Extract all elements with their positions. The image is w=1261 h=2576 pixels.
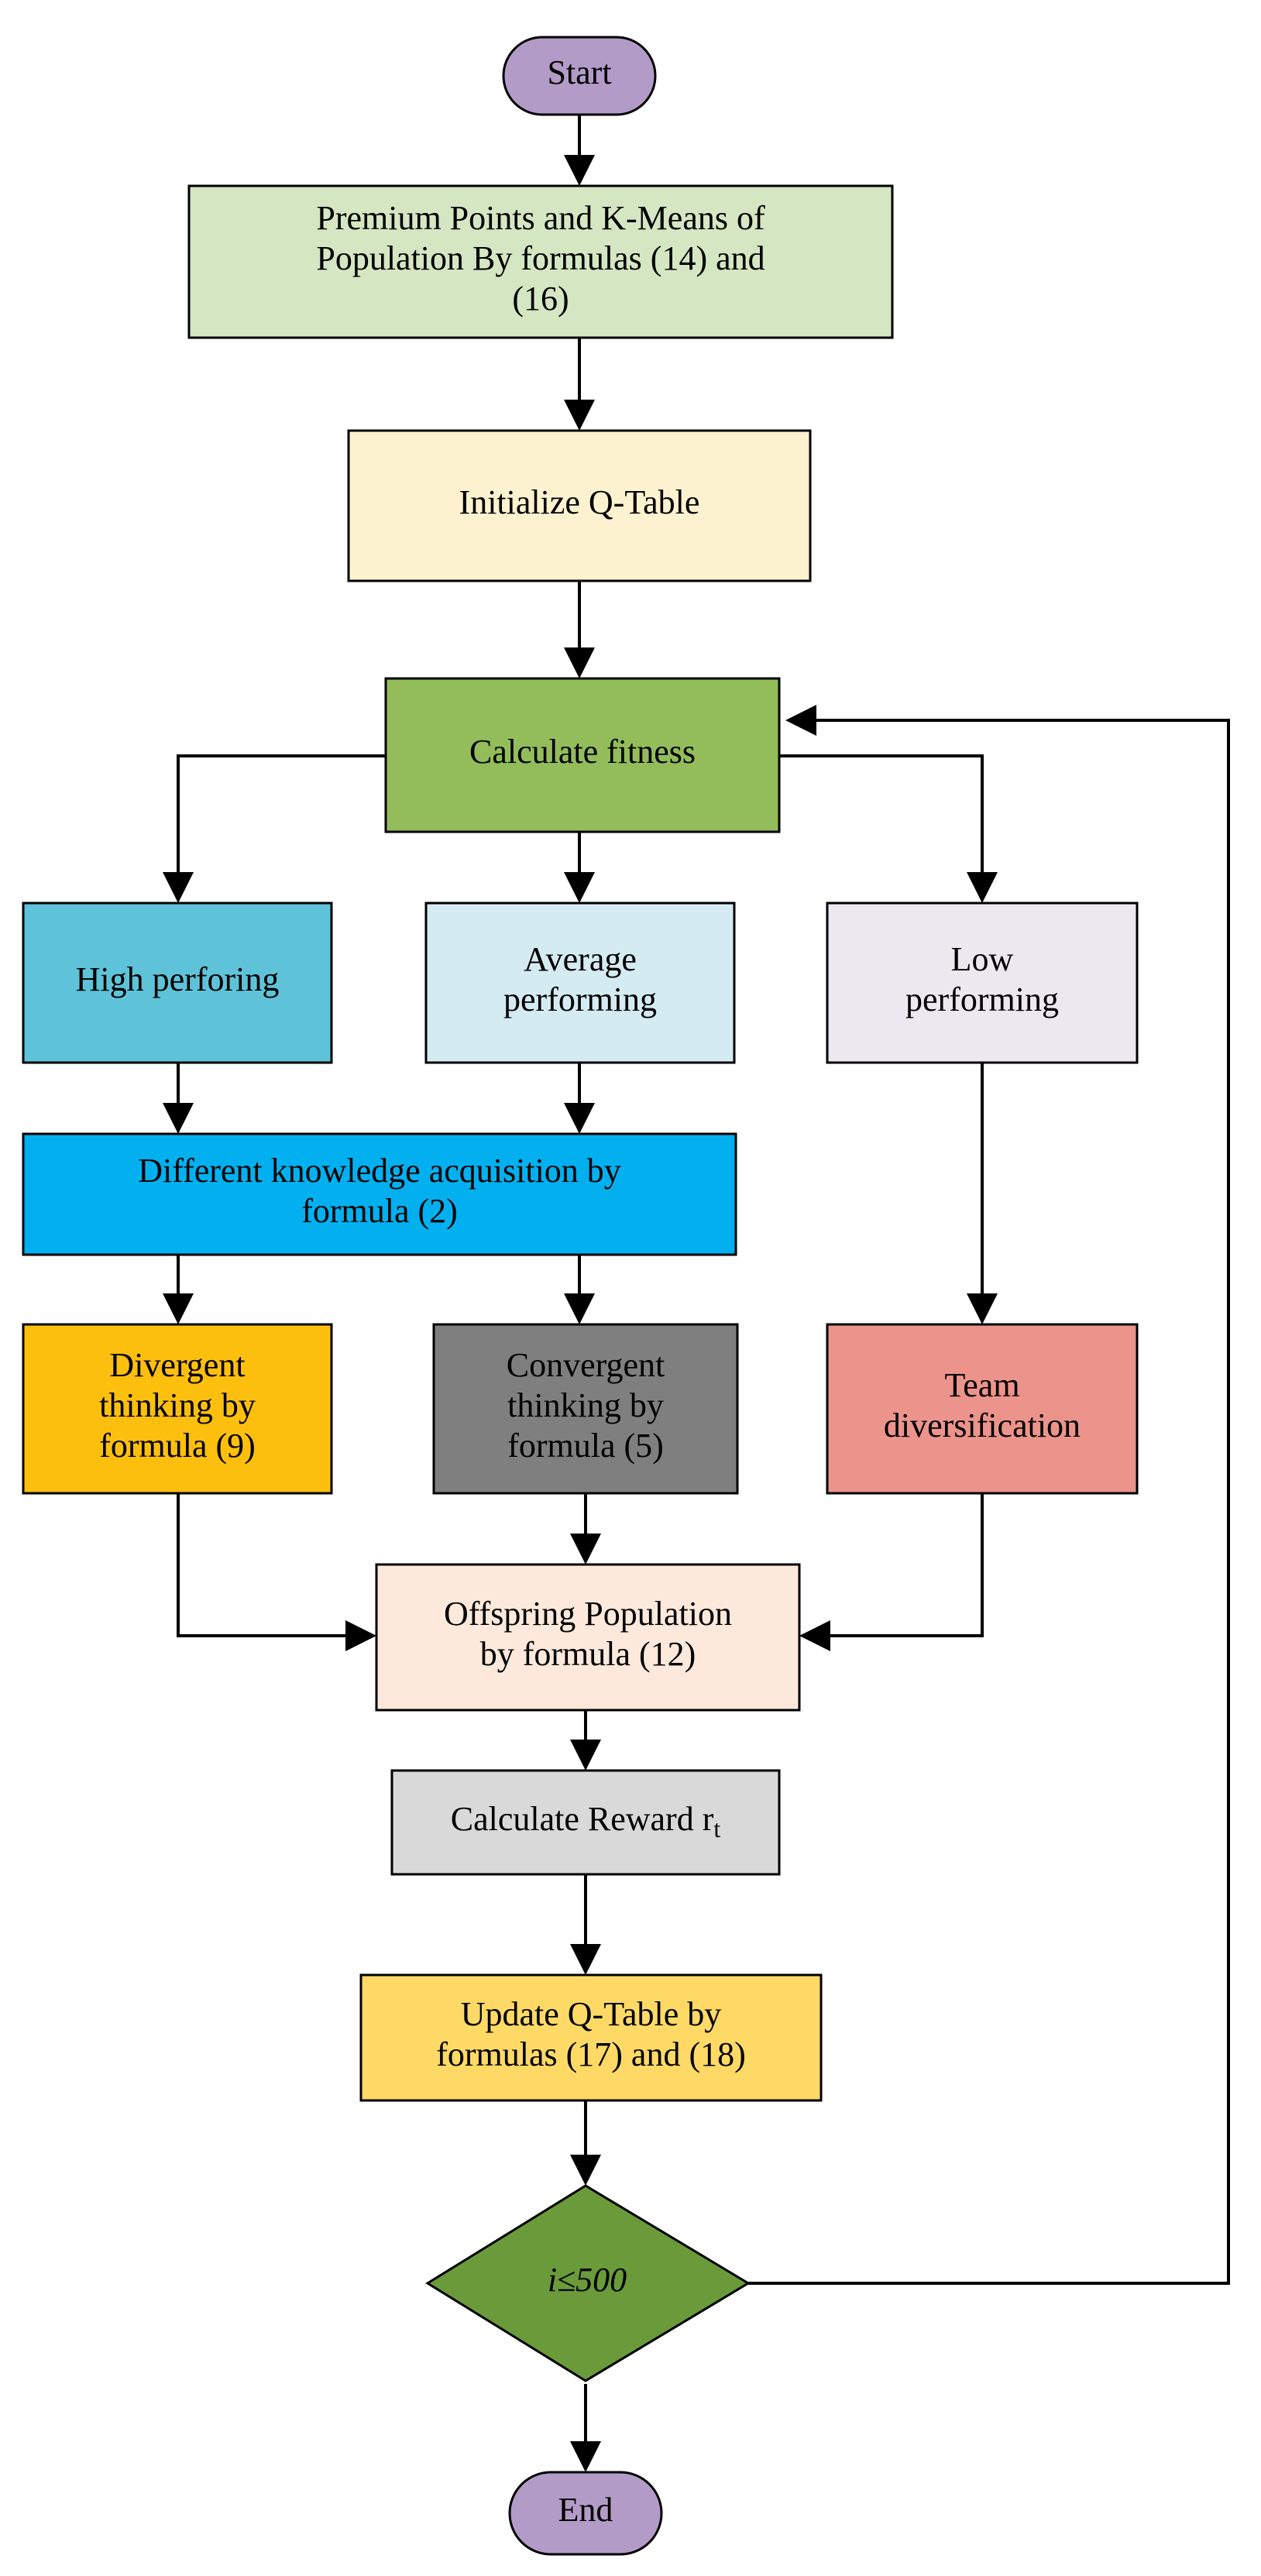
fitness-label-line-0: Calculate fitness	[469, 733, 696, 771]
divergent-label-line-2: formula (9)	[99, 1427, 256, 1465]
loop-condition-node: i≤500	[425, 2184, 751, 2382]
divergent-label-line-1: thinking by	[99, 1386, 256, 1424]
edge-team-offspring	[799, 1493, 984, 1651]
premium-shape	[187, 184, 894, 339]
edges	[163, 115, 1230, 2472]
high-label: High perforing	[76, 960, 280, 998]
start-node: Start	[502, 36, 657, 116]
end-label: End	[558, 2491, 613, 2529]
convergent-label-line-0: Convergent	[507, 1346, 665, 1384]
average-label-line-0: Average	[524, 940, 637, 978]
convergent-shape	[432, 1323, 739, 1495]
start-shape	[502, 36, 657, 116]
initialize-q-table-node: Initialize Q-Table	[347, 429, 812, 582]
knowledge-label-line-0: Different knowledge acquisition by	[138, 1152, 621, 1190]
update_q-label-line-1: formulas (17) and (18)	[436, 2035, 746, 2073]
init_q-shape	[347, 429, 812, 582]
end-label-line-0: End	[558, 2491, 613, 2529]
fitness-label: Calculate fitness	[469, 733, 696, 771]
end-node: End	[508, 2471, 663, 2556]
loop_check-label: i≤500	[548, 2261, 627, 2299]
update_q-label-line-0: Update Q-Table by	[461, 1995, 722, 2033]
team-label-line-1: diversification	[884, 1406, 1081, 1444]
fitness-shape	[384, 677, 781, 833]
high-performing-node: High perforing	[22, 902, 333, 1064]
calculate-fitness-node: Calculate fitness	[384, 677, 781, 833]
reward-label: Calculate Reward rt	[451, 1800, 721, 1843]
reward-label-main: Calculate Reward r	[451, 1800, 714, 1838]
start-label-line-0: Start	[547, 53, 611, 91]
high-shape	[22, 902, 333, 1064]
update_q-shape	[359, 1973, 823, 2102]
loop_check-label-line-0: i≤500	[548, 2261, 627, 2299]
loop_check-shape	[425, 2184, 751, 2382]
premium-label-line-1: Population By formulas (14) and	[316, 239, 765, 277]
offspring-label-line-1: by formula (12)	[480, 1635, 696, 1673]
knowledge-shape	[22, 1132, 737, 1256]
team-shape	[826, 1323, 1139, 1495]
offspring-shape	[375, 1563, 801, 1712]
start-label: Start	[547, 53, 611, 91]
reward-label-subscript: t	[713, 1815, 720, 1843]
edge-divergent-offspring	[177, 1493, 376, 1651]
init_q-label: Initialize Q-Table	[459, 483, 700, 521]
edge-fitness-low	[779, 754, 998, 903]
init_q-label-line-0: Initialize Q-Table	[459, 483, 700, 521]
end-shape	[508, 2471, 663, 2556]
premium-label-line-0: Premium Points and K-Means of	[316, 199, 765, 237]
high-label-line-0: High perforing	[76, 960, 280, 998]
average-shape	[424, 902, 736, 1064]
convergent-label-line-1: thinking by	[507, 1386, 664, 1424]
low-label-line-0: Low	[951, 940, 1014, 978]
reward-shape	[390, 1769, 781, 1876]
divergent-label-line-0: Divergent	[109, 1346, 245, 1384]
calculate-reward-node: Calculate Reward rt	[390, 1769, 781, 1876]
offspring-label-line-0: Offspring Population	[444, 1595, 732, 1633]
low-label-line-1: performing	[905, 981, 1059, 1018]
team-label-line-0: Team	[944, 1366, 1019, 1404]
edge-fitness-high	[163, 754, 386, 903]
edge-loop-back	[748, 705, 1230, 2285]
premium-label-line-2: (16)	[512, 280, 569, 318]
knowledge-label-line-1: formula (2)	[301, 1192, 458, 1230]
convergent-label-line-2: formula (5)	[507, 1427, 664, 1465]
divergent-shape	[22, 1323, 333, 1495]
low-shape	[826, 902, 1139, 1064]
average-label-line-1: performing	[503, 981, 657, 1018]
